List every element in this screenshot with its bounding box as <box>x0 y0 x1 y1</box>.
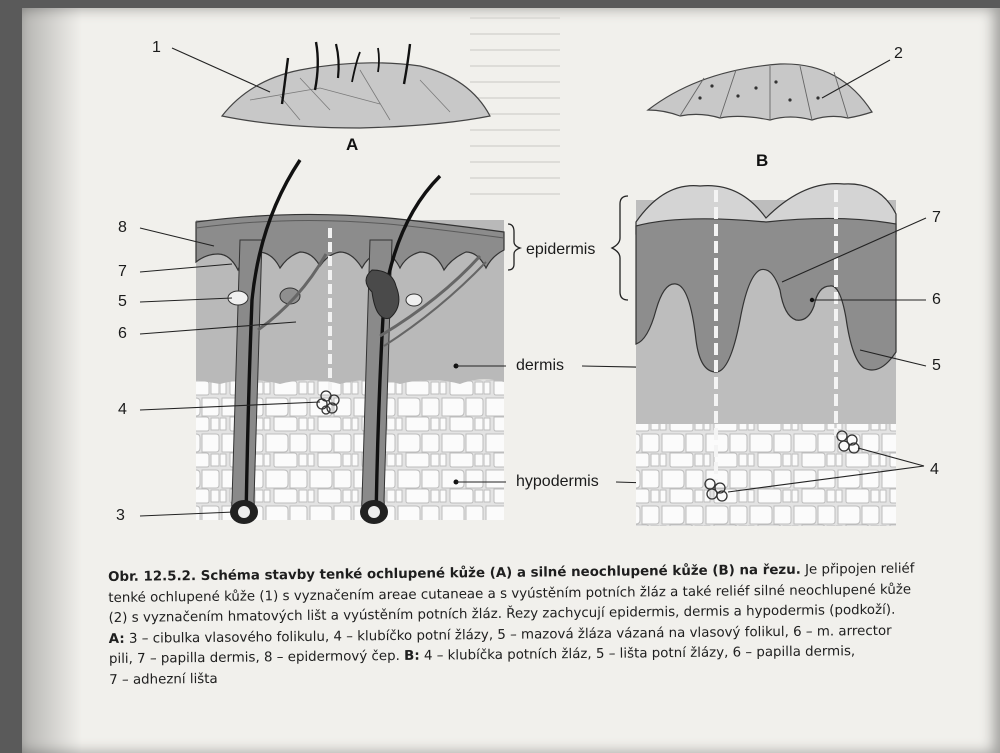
label-1: 1 <box>152 39 161 56</box>
caption-line-1-rest: Je připojen reliéf <box>801 562 915 578</box>
label-8: 8 <box>118 219 127 236</box>
relief-b-thick-skin <box>648 64 872 120</box>
section-a <box>196 160 504 524</box>
panel-label-b: B <box>756 151 768 170</box>
relief-a-thin-skin <box>222 42 490 128</box>
label-7a: 7 <box>118 263 127 280</box>
label-5b: 5 <box>932 357 941 374</box>
caption-b-marker: B: <box>404 649 420 664</box>
figure-caption: Obr. 12.5.2. Schéma stavby tenké ochlupe… <box>108 559 969 691</box>
label-2: 2 <box>894 45 903 62</box>
panel-label-a: A <box>346 135 358 154</box>
label-hypodermis: hypodermis <box>516 473 599 490</box>
label-6a: 6 <box>118 325 127 342</box>
label-6b: 6 <box>932 291 941 308</box>
label-7b: 7 <box>932 209 941 226</box>
caption-lead: Obr. 12.5.2. Schéma stavby tenké ochlupe… <box>108 563 801 585</box>
label-5a: 5 <box>118 293 127 310</box>
caption-line-5-rest: 4 – klubíčka potních žláz, 5 – lišta pot… <box>420 644 856 664</box>
caption-a-marker: A: <box>109 631 125 646</box>
label-4a: 4 <box>118 401 127 418</box>
label-dermis: dermis <box>516 357 564 374</box>
label-3: 3 <box>116 507 125 524</box>
label-4b: 4 <box>930 461 939 478</box>
label-epidermis: epidermis <box>526 241 595 258</box>
caption-line-5-start: pili, 7 – papilla dermis, 8 – epidermový… <box>109 649 404 667</box>
hypodermis-b <box>636 420 896 526</box>
